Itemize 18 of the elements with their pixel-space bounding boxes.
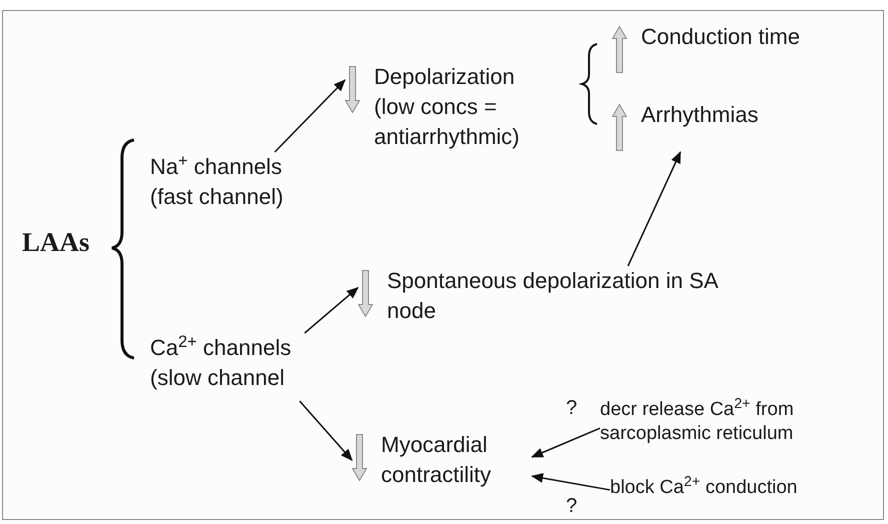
node-label: decr release Ca$^{2+}$ from sarcoplasmic reticulum (600, 398, 795, 446)
node-label: Myocardial contractility (381, 431, 492, 489)
node-label: block Ca$^{2+}$ conduction (610, 476, 798, 500)
arrow (304, 286, 359, 334)
node-label: LAAs (22, 226, 91, 258)
node-label: Conduction time (641, 23, 801, 51)
arrow (274, 79, 346, 153)
arrow (299, 400, 353, 461)
node-label: Ca$^{2+}$ channels (slow channel (150, 333, 292, 392)
arrow (531, 427, 600, 458)
node-label: Arrhythmias (641, 101, 760, 129)
question-mark: ? (566, 494, 578, 518)
arrow (531, 473, 610, 491)
node-label: Spontaneous depolarization in SA node (387, 267, 719, 325)
question-mark: ? (566, 396, 578, 420)
node-label: Na$^{+}$ channels (fast channel) (150, 152, 284, 211)
node-label: Depolarization (low concs = antiarrhythmic) (374, 63, 520, 151)
arrow (627, 151, 682, 266)
